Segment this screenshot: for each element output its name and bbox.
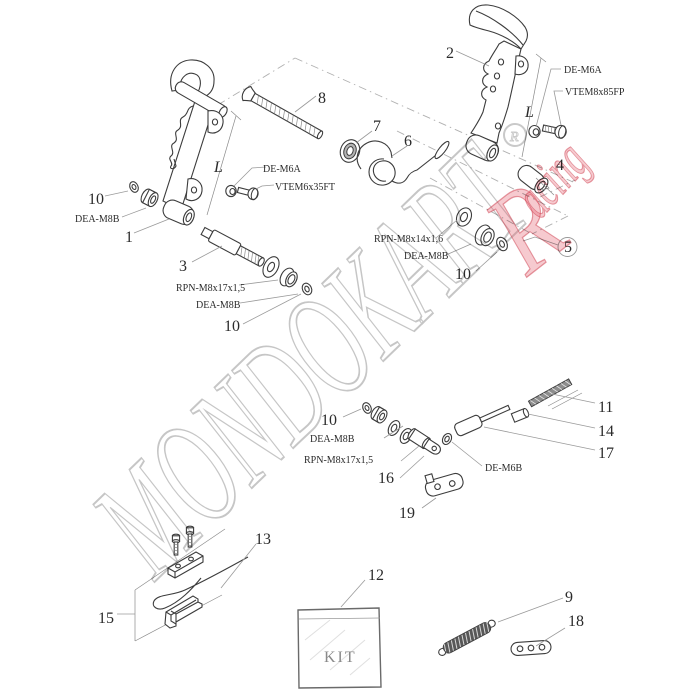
svg-text:DE-M6A: DE-M6A xyxy=(263,164,302,175)
svg-text:19: 19 xyxy=(399,505,415,522)
svg-text:10: 10 xyxy=(88,191,104,208)
svg-text:11: 11 xyxy=(598,399,613,416)
svg-text:18: 18 xyxy=(568,613,584,630)
svg-text:DE-M6B: DE-M6B xyxy=(485,463,523,474)
svg-text:3: 3 xyxy=(179,258,187,275)
svg-text:13: 13 xyxy=(255,531,271,548)
svg-text:RPN-M8x17x1,5: RPN-M8x17x1,5 xyxy=(176,283,245,294)
svg-text:12: 12 xyxy=(368,567,384,584)
svg-text:2: 2 xyxy=(446,45,454,62)
svg-text:R: R xyxy=(509,130,519,145)
svg-text:VTEM8x85FP: VTEM8x85FP xyxy=(565,87,625,98)
svg-text:8: 8 xyxy=(318,90,326,107)
svg-text:10: 10 xyxy=(224,318,240,335)
svg-text:10: 10 xyxy=(455,266,471,283)
svg-text:6: 6 xyxy=(404,133,412,150)
svg-text:VTEM6x35FT: VTEM6x35FT xyxy=(275,182,335,193)
svg-text:9: 9 xyxy=(565,589,573,606)
svg-text:4: 4 xyxy=(556,157,564,174)
svg-text:RPN-M8x17x1,5: RPN-M8x17x1,5 xyxy=(304,455,373,466)
svg-text:17: 17 xyxy=(598,445,614,462)
svg-text:DEA-M8B: DEA-M8B xyxy=(196,300,241,311)
svg-text:DEA-M8B: DEA-M8B xyxy=(404,251,449,262)
svg-text:5: 5 xyxy=(564,239,572,256)
svg-text:7: 7 xyxy=(373,118,381,135)
svg-text:L: L xyxy=(524,104,534,121)
svg-text:15: 15 xyxy=(98,610,114,627)
svg-text:RPN-M8x14x1,6: RPN-M8x14x1,6 xyxy=(374,234,443,245)
svg-text:DEA-M8B: DEA-M8B xyxy=(310,434,355,445)
svg-text:10: 10 xyxy=(321,412,337,429)
svg-text:14: 14 xyxy=(598,423,614,440)
svg-text:16: 16 xyxy=(378,470,394,487)
svg-text:KIT: KIT xyxy=(324,649,357,666)
svg-text:L: L xyxy=(213,159,223,176)
svg-text:1: 1 xyxy=(125,229,133,246)
svg-text:DE-M6A: DE-M6A xyxy=(564,65,603,76)
svg-text:DEA-M8B: DEA-M8B xyxy=(75,214,120,225)
